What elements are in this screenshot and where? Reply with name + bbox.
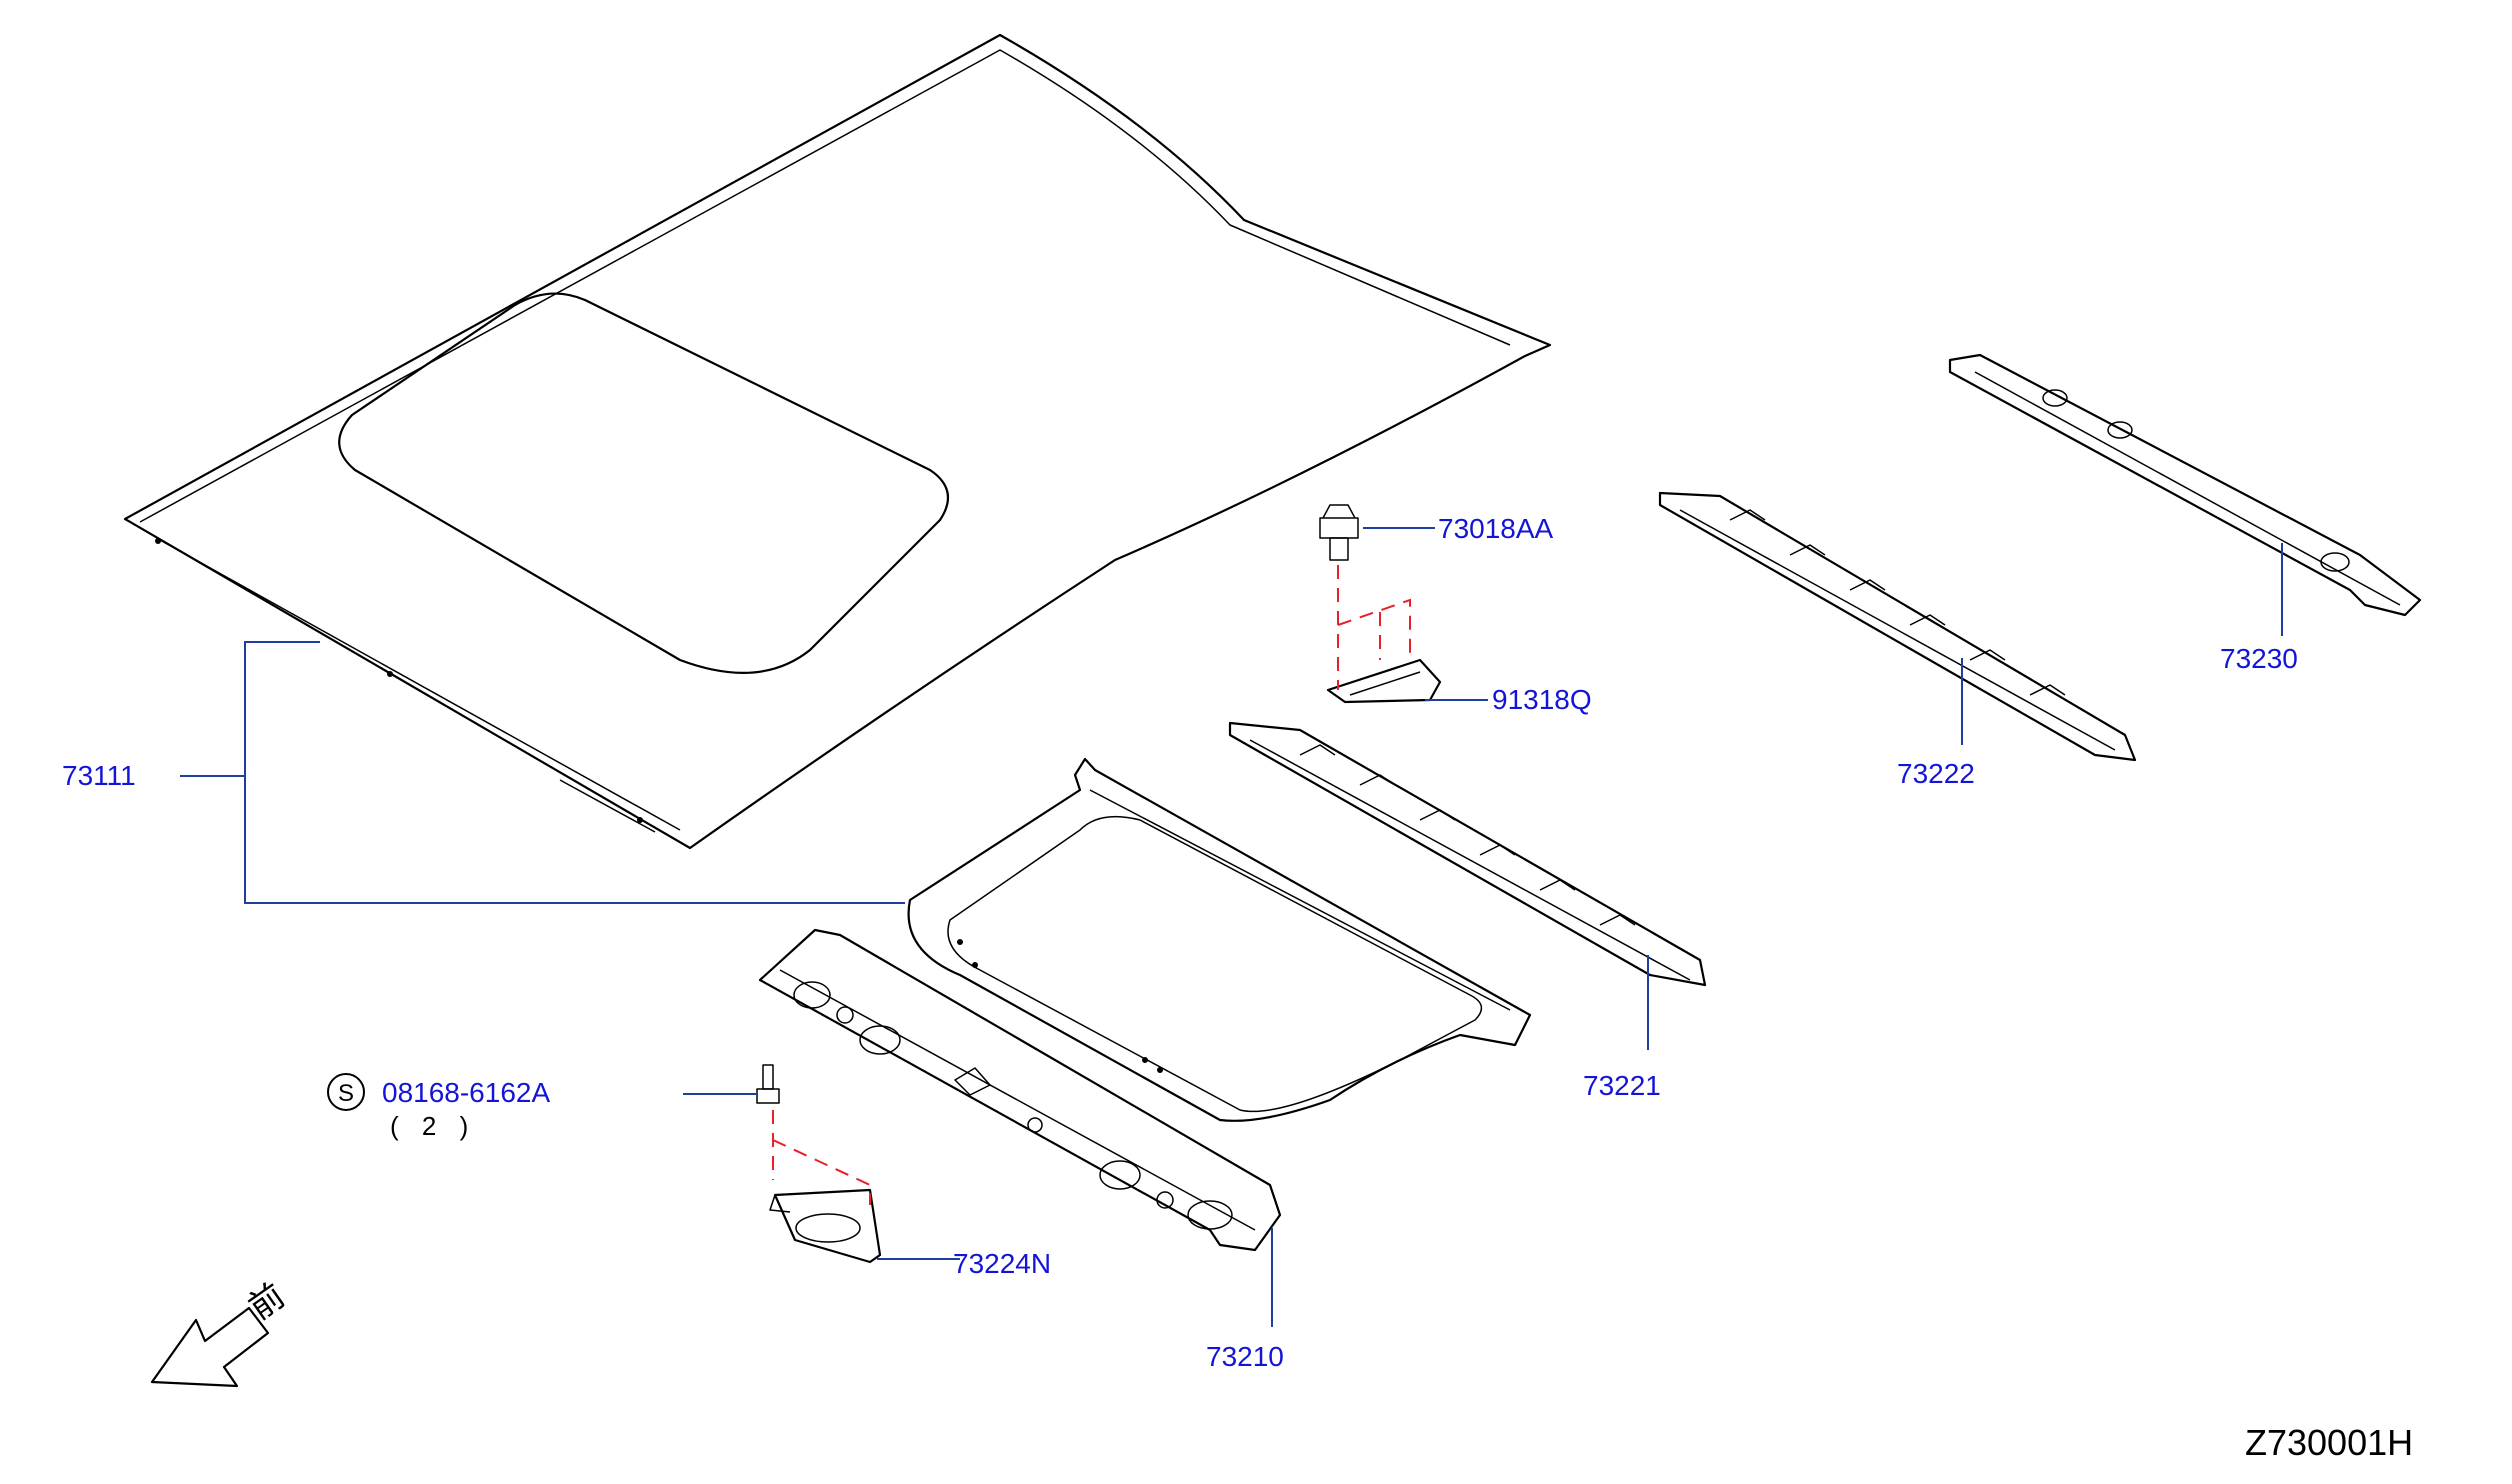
rear-rail [1948, 353, 2422, 617]
roof-bow-73221 [1228, 721, 1707, 987]
part-label-73224n[interactable]: 73224N [953, 1248, 1052, 1279]
part-label-73230[interactable]: 73230 [2220, 643, 2298, 674]
part-label-08168-6162a[interactable]: 08168-6162A [382, 1077, 551, 1108]
roof-bow-73222 [1658, 491, 2137, 762]
standard-part-symbol: S [327, 1073, 365, 1111]
part-label-73210[interactable]: 73210 [1206, 1341, 1284, 1372]
front-arrow-icon [150, 1306, 270, 1388]
front-rail [758, 928, 1282, 1252]
bracket-91318q [1326, 658, 1442, 704]
part-label-73018aa[interactable]: 73018AA [1438, 513, 1554, 544]
part-label-91318q[interactable]: 91318Q [1492, 684, 1592, 715]
roof-panel [123, 33, 1552, 850]
assembly-links [772, 565, 1411, 1205]
part-label-73111[interactable]: 73111 [62, 760, 136, 791]
part-quantity-08168: ( 2 ) [390, 1111, 477, 1141]
diagram-reference-code: Z730001H [2245, 1422, 2414, 1463]
part-label-73221[interactable]: 73221 [1583, 1070, 1661, 1101]
leader-lines [180, 527, 2283, 1327]
bolt-73018aa [1319, 504, 1359, 561]
part-label-73222[interactable]: 73222 [1897, 758, 1975, 789]
screw-08168 [756, 1064, 780, 1104]
sunroof-frame [907, 757, 1532, 1122]
bracket-73224n [769, 1188, 882, 1264]
